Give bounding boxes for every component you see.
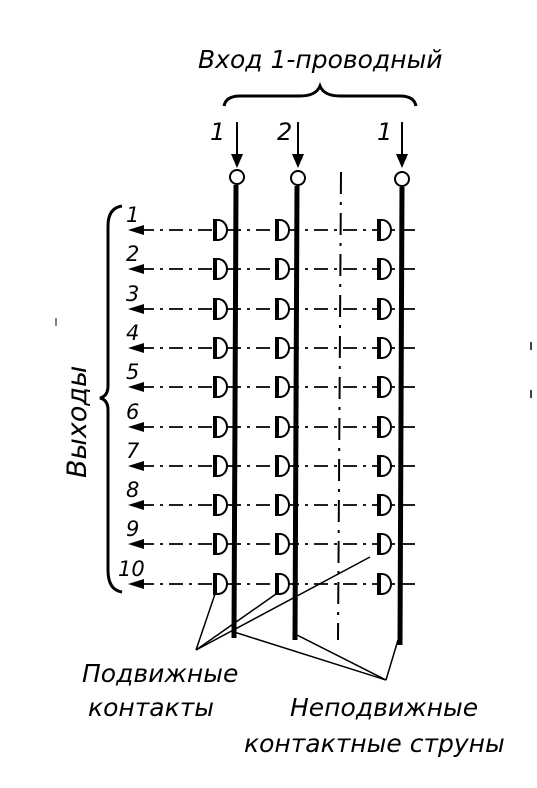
- movable-contact: [377, 494, 392, 516]
- output-arrowhead: [128, 500, 144, 510]
- input-number-1: 1: [210, 118, 225, 146]
- movable-contact: [275, 416, 290, 438]
- movable-contact: [275, 494, 290, 516]
- movable-contact: [377, 376, 392, 398]
- output-number: 7: [126, 439, 140, 463]
- output-row-2: 2: [126, 242, 418, 280]
- movable-contact: [377, 337, 392, 359]
- movable-contact: [275, 376, 290, 398]
- output-row-6: 6: [126, 400, 418, 438]
- output-row-4: 4: [126, 321, 418, 359]
- input-number-3: 1: [377, 118, 392, 146]
- string-gap-line: [337, 171, 342, 641]
- input-brace: [222, 81, 418, 107]
- output-number: 1: [126, 203, 139, 227]
- input-title: Вход 1-проводный: [198, 45, 443, 74]
- movable-contact: [275, 573, 290, 595]
- movable-contacts-label-line2: контакты: [88, 693, 214, 722]
- movable-contact: [275, 258, 290, 280]
- fixed-contact-strings: [231, 184, 405, 646]
- fixed-strings-label-line2: контактные струны: [244, 729, 505, 758]
- fixed-strings-label-line1: Неподвижные: [290, 693, 478, 722]
- movable-contact: [213, 533, 228, 555]
- output-number: 4: [126, 321, 139, 345]
- output-arrowhead: [128, 539, 144, 549]
- movable-contact: [213, 219, 228, 241]
- input-arrows: [231, 122, 408, 168]
- movable-contact: [213, 494, 228, 516]
- movable-contact: [377, 416, 392, 438]
- output-number: 9: [126, 517, 139, 541]
- output-number: 6: [126, 400, 139, 424]
- output-arrowhead: [128, 304, 144, 314]
- output-row-1: 1: [126, 203, 418, 241]
- movable-contact: [213, 337, 228, 359]
- movable-contact: [213, 258, 228, 280]
- output-arrowhead: [128, 343, 144, 353]
- movable-contact: [377, 533, 392, 555]
- movable-contact: [275, 455, 290, 477]
- movable-contact: [275, 219, 290, 241]
- output-row-9: 9: [126, 517, 418, 555]
- movable-contact: [377, 573, 392, 595]
- output-arrowhead: [128, 422, 144, 432]
- output-arrowhead: [128, 461, 144, 471]
- output-row-5: 5: [126, 360, 418, 398]
- movable-contact: [275, 533, 290, 555]
- movable-contacts-label-line1: Подвижные: [82, 659, 238, 688]
- output-row-10: 10: [118, 557, 418, 595]
- movable-contact: [213, 455, 228, 477]
- movable-contact: [275, 298, 290, 320]
- movable-contact: [377, 258, 392, 280]
- movable-contact: [213, 416, 228, 438]
- movable-contact: [213, 573, 228, 595]
- output-arrowhead: [128, 382, 144, 392]
- movable-contact: [213, 376, 228, 398]
- output-number: 5: [126, 360, 139, 384]
- movable-contact: [377, 298, 392, 320]
- output-number: 3: [126, 282, 139, 306]
- outputs-label: Выходы: [62, 366, 93, 478]
- output-number: 8: [126, 478, 139, 502]
- output-row-8: 8: [126, 478, 418, 516]
- input-terminals: [229, 169, 410, 187]
- margin-marks: [55, 318, 532, 398]
- label-pointer-lines: [195, 556, 399, 681]
- output-arrowhead: [128, 579, 144, 589]
- output-row-3: 3: [126, 282, 418, 320]
- movable-contact: [213, 298, 228, 320]
- output-arrowhead: [128, 264, 144, 274]
- movable-contact: [377, 455, 392, 477]
- output-number: 2: [126, 242, 139, 266]
- output-arrowhead: [128, 225, 144, 235]
- input-number-2: 2: [277, 118, 292, 146]
- movable-contact: [377, 219, 392, 241]
- outputs-brace: [99, 204, 123, 594]
- output-rows: 1 2 3 4 5 6 7 8 9 10: [118, 203, 418, 595]
- output-number: 10: [118, 557, 145, 581]
- movable-contact: [275, 337, 290, 359]
- output-row-7: 7: [126, 439, 418, 477]
